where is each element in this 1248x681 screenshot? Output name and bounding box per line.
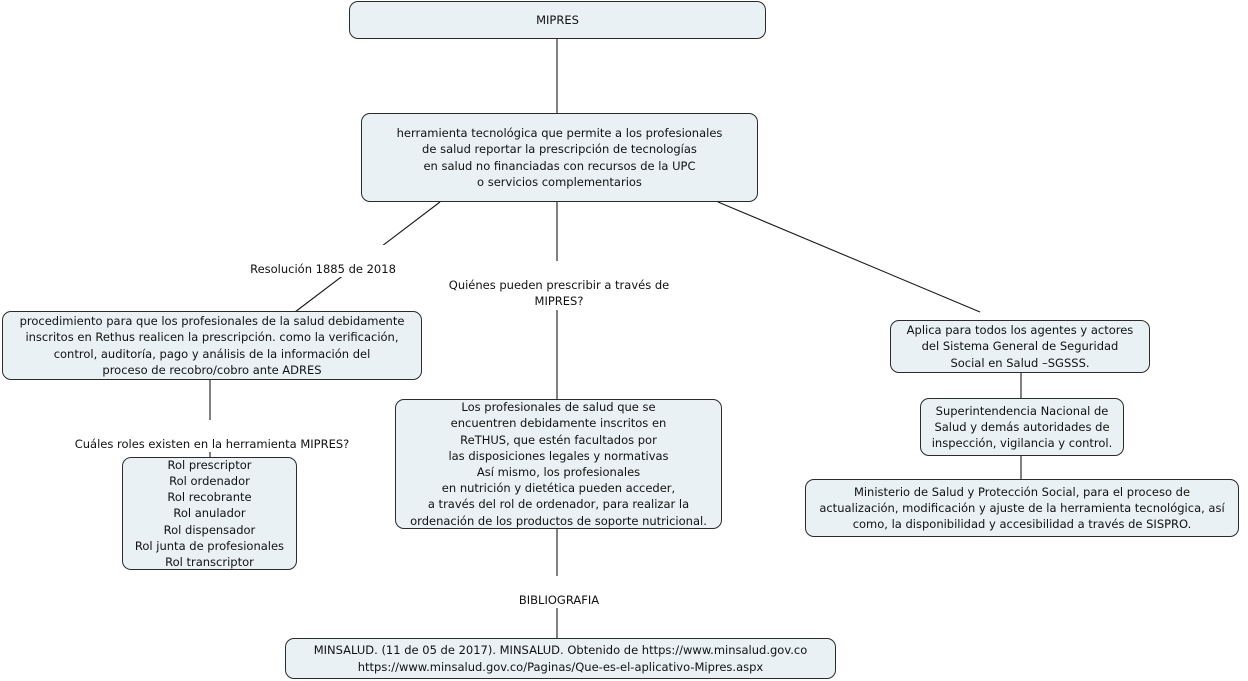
edge-label-which-roles: Cuáles roles existen en la herramienta M…: [62, 420, 362, 453]
edge-label-who-can-prescribe: Quiénes pueden prescribir a través de MI…: [437, 261, 681, 310]
edge-label-bibliography-heading: BIBLIOGRAFIA: [487, 576, 631, 609]
node-scope-label: Aplica para todos los agentes y actores …: [906, 323, 1134, 370]
node-root[interactable]: MIPRES: [349, 1, 766, 39]
edge-label-who-can-prescribe-text: Quiénes pueden prescribir a través de MI…: [448, 278, 670, 309]
node-definition[interactable]: herramienta tecnológica que permite a lo…: [361, 113, 758, 202]
connector-definition-scope: [717, 201, 981, 313]
edge-label-resolution: Resolución 1885 de 2018: [231, 245, 415, 278]
node-bibliography[interactable]: MINSALUD. (11 de 05 de 2017). MINSALUD. …: [285, 638, 836, 679]
node-prescribers-label: Los profesionales de salud que se encuen…: [410, 400, 707, 528]
node-supervision[interactable]: Superintendencia Nacional de Salud y dem…: [920, 398, 1124, 456]
node-supervision-label: Superintendencia Nacional de Salud y dem…: [931, 403, 1113, 451]
node-definition-label: herramienta tecnológica que permite a lo…: [396, 126, 723, 189]
node-ministry-label: Ministerio de Salud y Protección Social,…: [819, 484, 1225, 532]
node-procedure[interactable]: procedimiento para que los profesionales…: [2, 311, 422, 380]
node-bibliography-label: MINSALUD. (11 de 05 de 2017). MINSALUD. …: [313, 643, 808, 674]
node-roles-label: Rol prescriptor Rol ordenador Rol recobr…: [134, 457, 285, 570]
node-prescribers[interactable]: Los profesionales de salud que se encuen…: [395, 399, 722, 529]
node-ministry[interactable]: Ministerio de Salud y Protección Social,…: [805, 479, 1239, 537]
node-root-label: MIPRES: [536, 12, 579, 27]
edge-label-resolution-text: Resolución 1885 de 2018: [250, 262, 396, 277]
node-roles[interactable]: Rol prescriptor Rol ordenador Rol recobr…: [122, 457, 297, 570]
edge-label-which-roles-text: Cuáles roles existen en la herramienta M…: [74, 437, 350, 452]
node-procedure-label: procedimiento para que los profesionales…: [19, 314, 405, 377]
node-scope[interactable]: Aplica para todos los agentes y actores …: [890, 320, 1150, 373]
edge-label-bibliography-heading-text: BIBLIOGRAFIA: [518, 593, 600, 608]
